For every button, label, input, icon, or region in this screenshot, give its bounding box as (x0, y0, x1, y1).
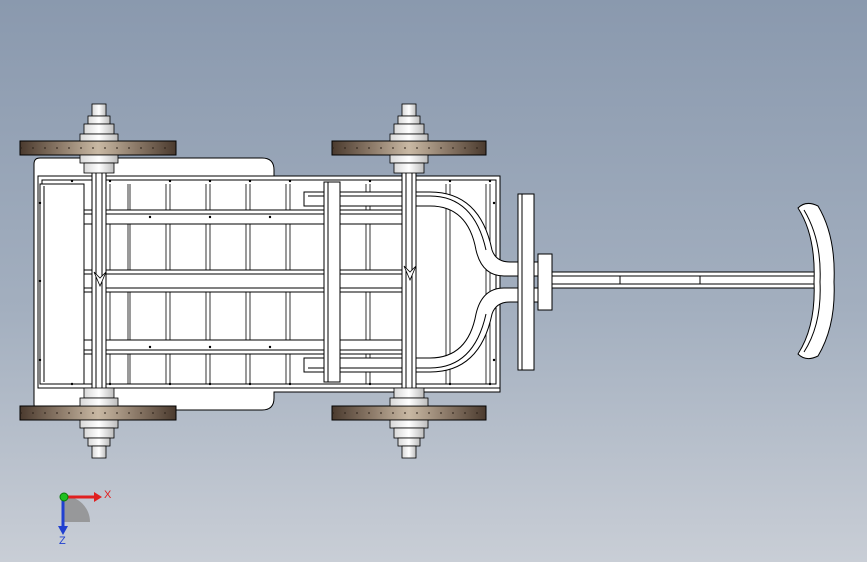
axle-pins (93, 265, 417, 288)
x-axis-label: X (104, 489, 112, 501)
wheel-rear-right[interactable] (19, 405, 177, 421)
wheel-front-left[interactable] (331, 140, 487, 156)
z-arrowhead (58, 526, 68, 535)
hub-front-bottom[interactable] (389, 387, 429, 459)
triad-plane-shadow (64, 496, 90, 522)
wheel-front-right[interactable] (331, 405, 487, 421)
front-axle[interactable] (401, 149, 417, 415)
hub-rear-bottom[interactable] (79, 387, 119, 459)
x-arrowhead (94, 492, 102, 502)
hub-rear-top[interactable] (79, 103, 119, 174)
tongue[interactable] (517, 193, 833, 371)
hub-front-top[interactable] (389, 103, 429, 174)
z-axis-label: Z (59, 535, 66, 547)
axis-triad: X Z (58, 489, 112, 547)
frame-bolts (38, 179, 496, 386)
y-axis-dot (59, 492, 69, 502)
wheel-rear-left[interactable] (19, 140, 177, 156)
tow-cross-member (323, 181, 341, 383)
handle-grip[interactable] (797, 202, 835, 360)
